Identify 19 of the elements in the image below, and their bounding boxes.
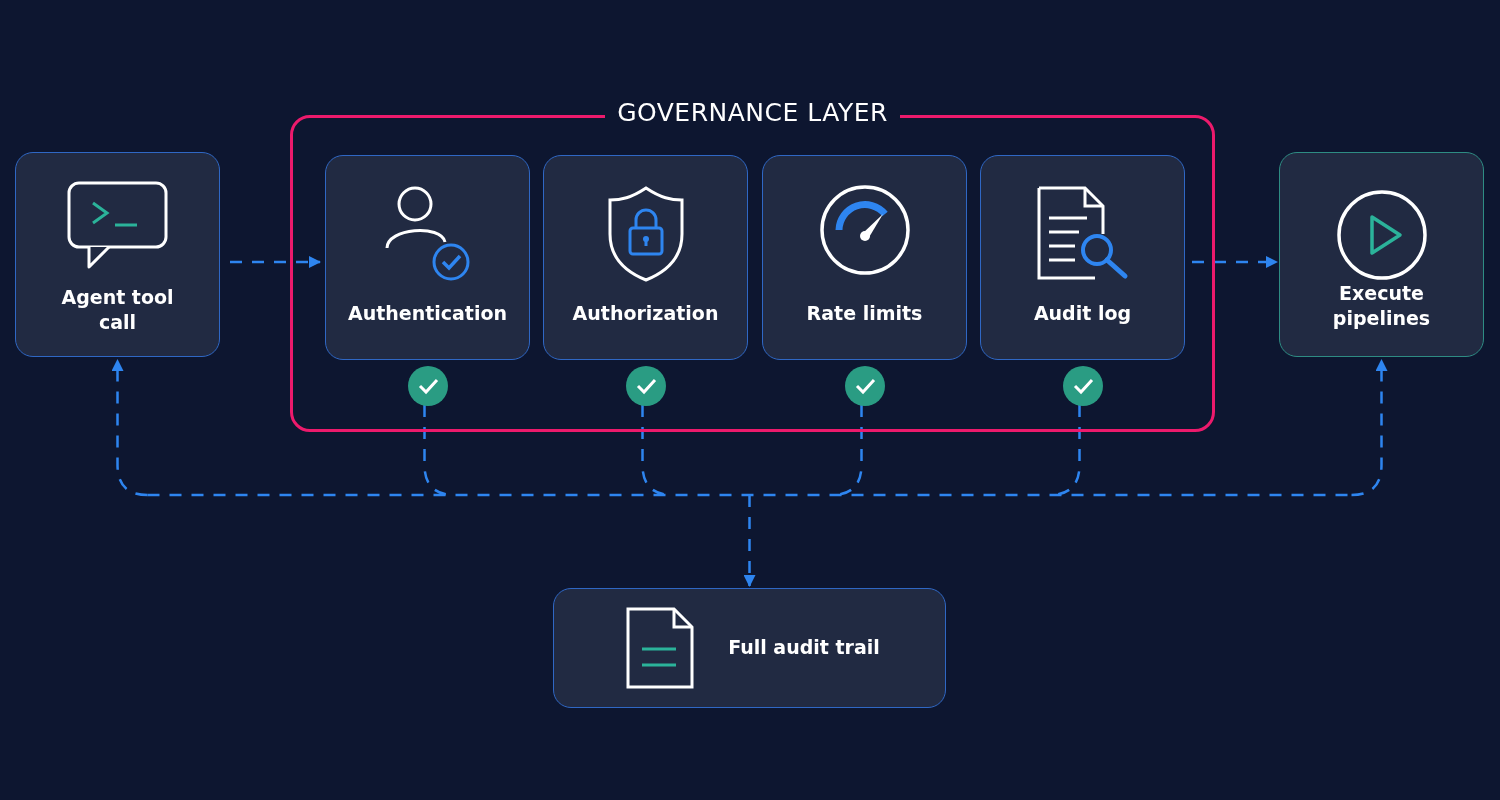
step-label: Audit log (1032, 301, 1133, 326)
step-label: Agent tool call (61, 285, 174, 335)
step-card (980, 155, 1185, 360)
step-card (15, 152, 220, 357)
step-card (543, 155, 748, 360)
dashed-arrow (111, 359, 148, 497)
step-card (1279, 152, 1484, 357)
step-label: Full audit trail (727, 635, 881, 660)
step-card (553, 588, 946, 708)
step-label: Authentication (346, 301, 509, 326)
dashed-arrow (743, 495, 756, 587)
dashed-arrow (230, 256, 321, 268)
step-label: Authorization (571, 301, 720, 326)
step-card (325, 155, 530, 360)
step-label: Rate limits (805, 301, 924, 326)
step-label: Execute pipelines (1331, 281, 1432, 331)
dashed-arrow (1192, 256, 1278, 268)
step-card (762, 155, 967, 360)
dashed-arrow (1351, 359, 1388, 497)
